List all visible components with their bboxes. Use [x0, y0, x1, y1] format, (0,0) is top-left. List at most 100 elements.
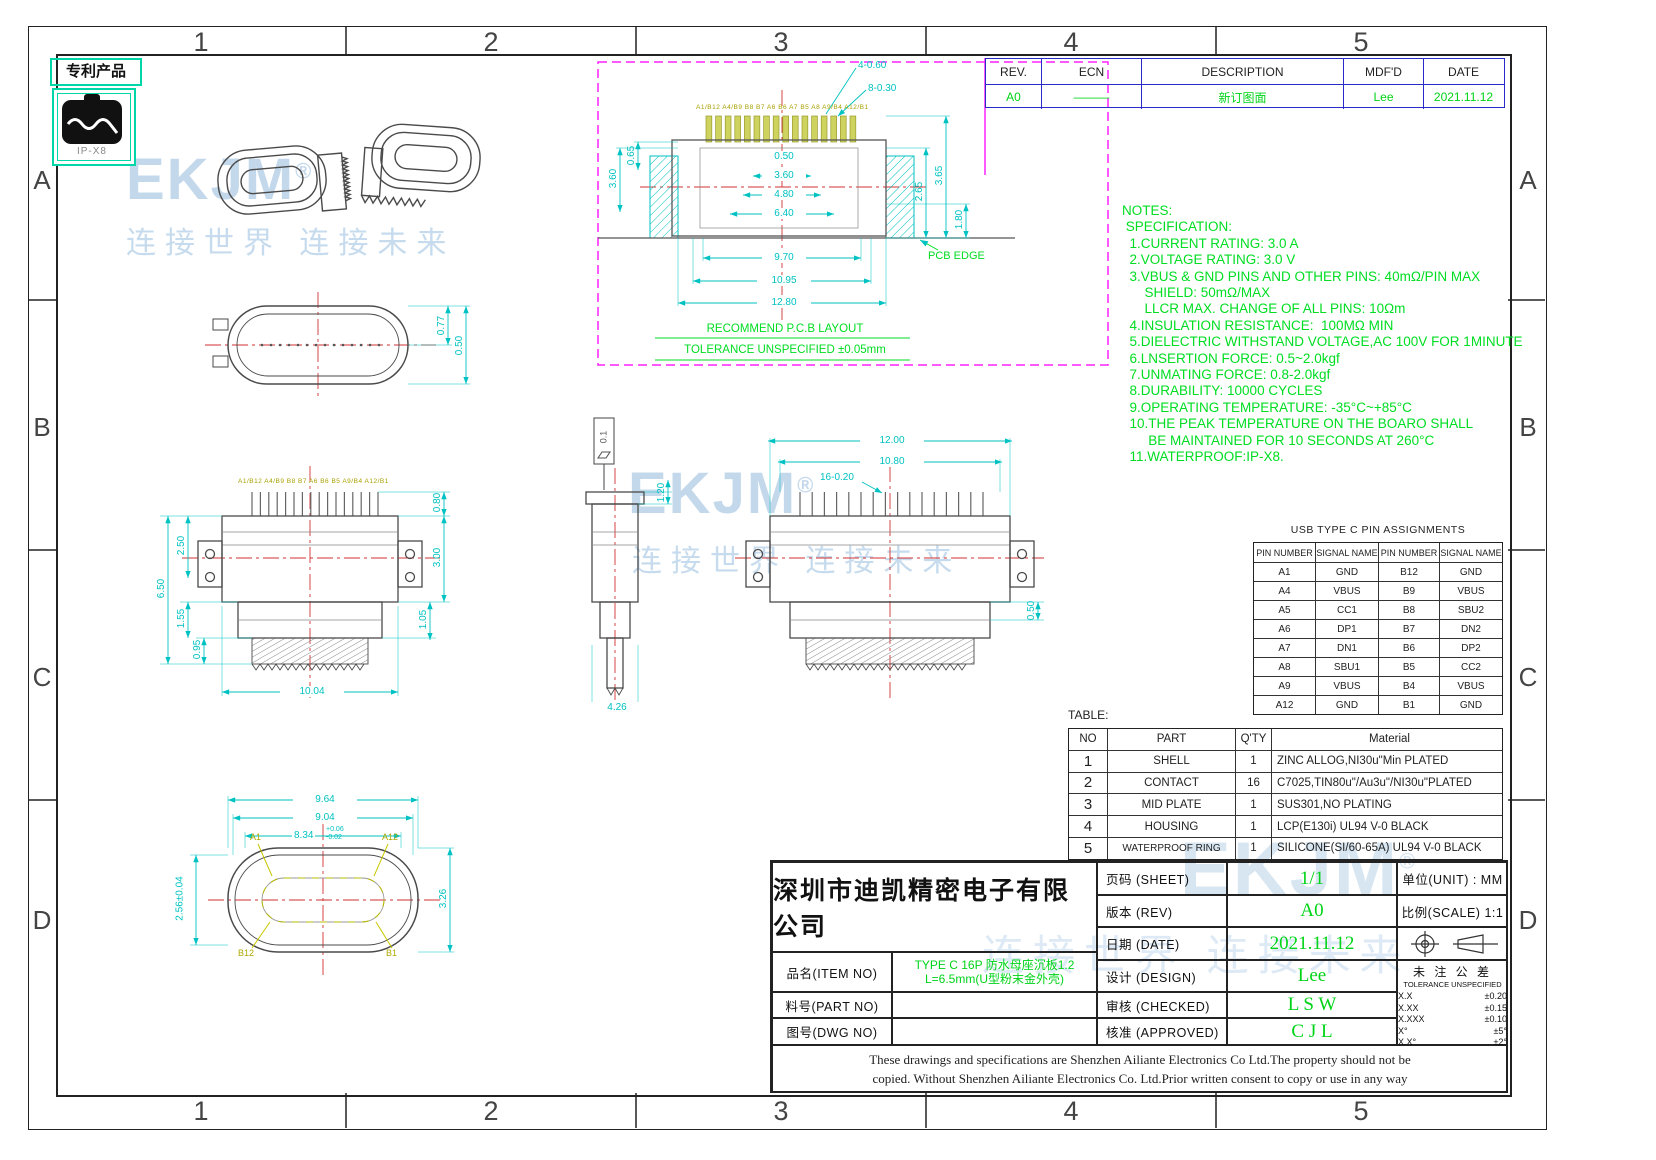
dim-label: 10.80	[860, 456, 924, 467]
projection-symbols	[1397, 927, 1508, 960]
pin-cell: VBUS	[1315, 677, 1378, 695]
dim-label: 9.70	[762, 252, 806, 263]
dim-label: 10.04	[280, 686, 344, 697]
grid-col-label: 4	[1063, 27, 1079, 57]
grid-row-label: A	[33, 165, 51, 195]
part-cell: 3	[1083, 796, 1093, 814]
title-block: 深圳市迪凯精密电子有限公司 品名(ITEM NO) TYPE C 16P 防水母…	[770, 860, 1508, 1093]
dim-label: 2.65	[914, 181, 926, 202]
parts-table-label: TABLE:	[1068, 708, 1109, 722]
dim-label: 12.00	[860, 435, 924, 446]
date-label: 日期 (DATE)	[1097, 927, 1227, 960]
part-cell: LCP(E130i) UL94 V-0 BLACK	[1271, 816, 1502, 837]
approved-label: 核准 (APPROVED)	[1097, 1018, 1227, 1045]
part-cell: 1	[1235, 837, 1271, 859]
tolerance-block: 未 注 公 差 TOLERANCE UNSPECIFIED X.X±0.20 X…	[1397, 960, 1508, 1047]
pin-cell: GND	[1439, 563, 1502, 581]
grid-col-label: 5	[1353, 27, 1369, 57]
pin-b1-label: B1	[386, 948, 398, 958]
pin-cell: B5	[1377, 658, 1439, 676]
pin-cell: CC1	[1315, 601, 1378, 619]
dim-label: 2.50	[176, 535, 188, 556]
revision-header-row: REV. ECN DESCRIPTION MDF'D DATE	[986, 59, 1504, 84]
grid-col-label: 4	[1063, 1096, 1079, 1126]
pin-assignment-table: PIN NUMBER SIGNAL NAME PIN NUMBER SIGNAL…	[1253, 542, 1503, 715]
description-value: 新订图面	[1141, 85, 1343, 109]
dim-label: 3.60	[762, 170, 806, 181]
pin-cell: B7	[1377, 620, 1439, 638]
ip-rating-label: IP-X8	[76, 146, 107, 157]
pin-a12-label: A12	[382, 832, 399, 842]
pin-cell: DP2	[1439, 639, 1502, 657]
watermark-slogan: 连接世界 连接未来	[982, 932, 1411, 979]
pin-cell: DP1	[1315, 620, 1378, 638]
part-cell: CONTACT	[1107, 772, 1235, 794]
pin-cell: CC2	[1439, 658, 1502, 676]
dim-label: 1.05	[418, 609, 430, 630]
pcb-tolerance-label: TOLERANCE UNSPECIFIED ±0.05mm	[684, 344, 886, 356]
part-no-value	[892, 992, 1097, 1018]
part-cell: 5	[1083, 839, 1093, 857]
pin-cell: A1	[1278, 566, 1291, 578]
dim-label: 3.26	[438, 888, 450, 909]
checked-label: 审核 (CHECKED)	[1097, 992, 1227, 1018]
tolerance-row: X.X°±2°	[1398, 1037, 1507, 1047]
disclaimer-line2: copied. Without Shenzhen Ailiante Electr…	[872, 1071, 1408, 1086]
dim-tolerance: +0.06	[326, 826, 344, 833]
part-cell: SUS301,NO PLATING	[1271, 794, 1502, 816]
pin-cell: SBU2	[1439, 601, 1502, 619]
revision-table: REV. ECN DESCRIPTION MDF'D DATE A0 ——— 新…	[985, 58, 1505, 109]
col-header: PIN NUMBER	[1256, 547, 1313, 558]
ecn-header: ECN	[1041, 59, 1141, 84]
dwg-no-label: 图号(DWG NO)	[772, 1018, 892, 1045]
pin-cell: B4	[1377, 677, 1439, 695]
dim-label: 1.55	[176, 608, 188, 629]
pin-b12-label: B12	[238, 948, 255, 958]
grid-col-label: 2	[483, 1096, 499, 1126]
item-no-label: 品名(ITEM NO)	[772, 952, 892, 992]
col-header: PART	[1107, 729, 1235, 750]
tolerance-row: X.XX±0.15	[1398, 1002, 1507, 1013]
dim-label: 0.80	[432, 492, 444, 513]
part-cell: SILICONE(SI/60-65A) UL94 V-0 BLACK	[1271, 837, 1502, 859]
grid-row-label: B	[33, 412, 51, 442]
part-cell: 1	[1235, 794, 1271, 816]
pin-cell: VBUS	[1439, 677, 1502, 695]
part-cell: 2	[1083, 774, 1093, 792]
dwg-no-value	[892, 1018, 1097, 1045]
dim-label: 3.60	[608, 168, 620, 189]
pin-cell: A7	[1278, 642, 1291, 654]
pin-cell: VBUS	[1439, 582, 1502, 600]
grid-row-label: D	[32, 905, 52, 935]
watermark-logo: EKJM®	[1180, 827, 1418, 912]
watermark-slogan: 连接世界 连接未来	[126, 227, 456, 260]
pin-cell: B6	[1377, 639, 1439, 657]
sheet-value: 1/1	[1227, 862, 1397, 895]
grid-row-label: C	[32, 662, 52, 692]
disclaimer: These drawings and specifications are Sh…	[772, 1045, 1508, 1093]
grid-col-label: 1	[193, 27, 209, 57]
dim-label: 4.26	[590, 702, 644, 713]
pin-cell: B9	[1377, 582, 1439, 600]
notes-block: NOTES: SPECIFICATION: 1.CURRENT RATING: …	[1122, 203, 1523, 465]
pin-cell: DN2	[1439, 620, 1502, 638]
tolerance-title-cn: 未 注 公 差	[1412, 965, 1492, 979]
part-cell: 1	[1235, 816, 1271, 837]
dim-label: 16-0.20	[820, 472, 854, 483]
dim-label: 6.40	[762, 208, 806, 219]
col-header: SIGNAL NAME	[1439, 543, 1502, 562]
pin-cell: A9	[1278, 680, 1291, 692]
pin-cell: A6	[1278, 623, 1291, 635]
pin-cell: B12	[1377, 563, 1439, 581]
front-pin-labels: A1/B12 A4/B9 B8 B7 A6 B6 B5 A9/B4 A12/B1	[238, 478, 389, 485]
part-cell: SHELL	[1107, 750, 1235, 772]
